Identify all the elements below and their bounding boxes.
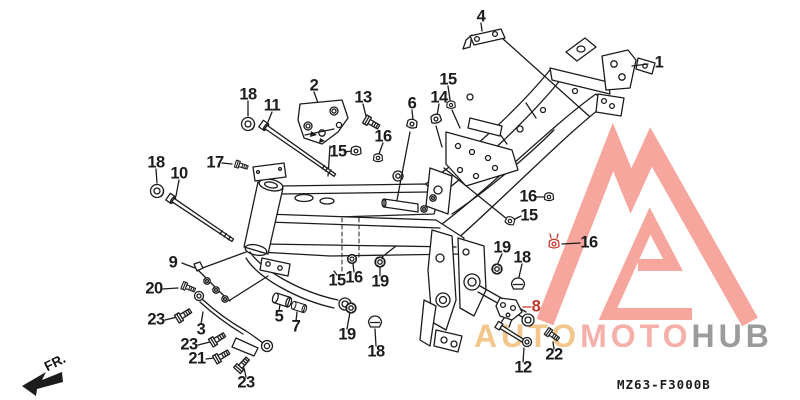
bolt-icon-17 <box>233 159 250 172</box>
callout-18: 18 <box>147 153 165 172</box>
bolt-icon-23 <box>207 330 228 348</box>
callout-4: 4 <box>476 7 486 26</box>
callout-3: 3 <box>196 320 206 339</box>
frame-body <box>243 37 656 353</box>
callout-1: 1 <box>654 53 664 72</box>
callout-15: 15 <box>329 142 347 161</box>
stay-3 <box>193 290 274 357</box>
clamp-icon-6 <box>405 117 419 130</box>
nut-icon-19 <box>491 263 503 275</box>
clamp-icon-15 <box>446 100 456 109</box>
plate-17 <box>252 162 287 182</box>
callout-11: 11 <box>263 96 281 115</box>
callout-16: 16 <box>345 268 363 287</box>
logo-triangle-spiral <box>598 207 692 320</box>
plug-icon <box>510 277 526 290</box>
bolt-icon-22 <box>543 327 562 344</box>
clamp-icon-16 <box>543 192 555 202</box>
clamp-icon-16-highlighted <box>548 233 560 249</box>
clamp-icon-15 <box>503 214 517 227</box>
bolt-icon-21 <box>211 347 232 365</box>
callout-16: 16 <box>580 233 598 252</box>
callout-15: 15 <box>520 206 538 225</box>
nut-icon-19 <box>374 256 386 268</box>
callout-23: 23 <box>180 335 198 354</box>
callout-18: 18 <box>239 85 257 104</box>
wordmark-moto: MOTO <box>580 318 692 354</box>
clamp-icon-15 <box>350 145 362 156</box>
collar-icon-5 <box>270 291 294 309</box>
leader-lines <box>155 22 649 378</box>
callout-5: 5 <box>274 307 284 326</box>
callout-19: 19 <box>371 272 389 291</box>
hardware-parts <box>149 28 562 375</box>
bolt-icon-23 <box>173 306 194 324</box>
clamp-icon-14 <box>429 112 443 125</box>
callout-7: 7 <box>291 317 301 336</box>
bracket-4 <box>462 28 506 50</box>
callout-15: 15 <box>439 70 457 89</box>
long-bolt-10 <box>165 192 235 243</box>
long-bolt-11 <box>258 119 337 177</box>
callout-22: 22 <box>545 345 563 364</box>
bushing-icon <box>240 116 256 132</box>
bushing-icon <box>149 183 165 199</box>
callout-12: 12 <box>514 358 532 377</box>
callout-21: 21 <box>188 349 206 368</box>
callout-13: 13 <box>354 88 372 107</box>
callout-18: 18 <box>513 248 531 267</box>
callout-10: 10 <box>170 164 188 183</box>
bolt-icon-23 <box>232 354 252 375</box>
wordmark-hub: HUB <box>691 318 773 354</box>
plug-icon <box>367 315 383 328</box>
callout-8: 8 <box>531 297 541 316</box>
collar-12 <box>521 336 533 348</box>
bolt-icon-20 <box>180 280 197 295</box>
collar-icon-7 <box>289 300 309 314</box>
callout-6: 6 <box>407 94 417 113</box>
bolt-12 <box>494 320 527 344</box>
callout-2: 2 <box>309 76 319 95</box>
logo-mountain-m <box>536 122 758 327</box>
callout-19: 19 <box>338 325 356 344</box>
clamp-icon-16 <box>372 153 384 163</box>
stay-9 <box>193 261 231 303</box>
callout-16: 16 <box>374 127 392 146</box>
callout-17: 17 <box>206 153 224 172</box>
callout-9: 9 <box>168 253 178 272</box>
part-code: MZ63-F3000B <box>617 377 711 392</box>
callout-14: 14 <box>430 88 448 107</box>
bracket-8 <box>495 297 523 321</box>
callout-23: 23 <box>237 373 255 392</box>
callout-19: 19 <box>493 238 511 257</box>
callout-23: 23 <box>147 310 165 329</box>
nut-icon-19 <box>345 302 357 314</box>
callout-16: 16 <box>519 187 537 206</box>
nut-icon-16 <box>346 253 358 265</box>
callout-18: 18 <box>367 342 385 361</box>
callout-15: 15 <box>328 271 346 290</box>
callout-20: 20 <box>145 279 163 298</box>
bracket-2 <box>297 99 349 145</box>
fr-direction-arrow <box>22 372 63 396</box>
